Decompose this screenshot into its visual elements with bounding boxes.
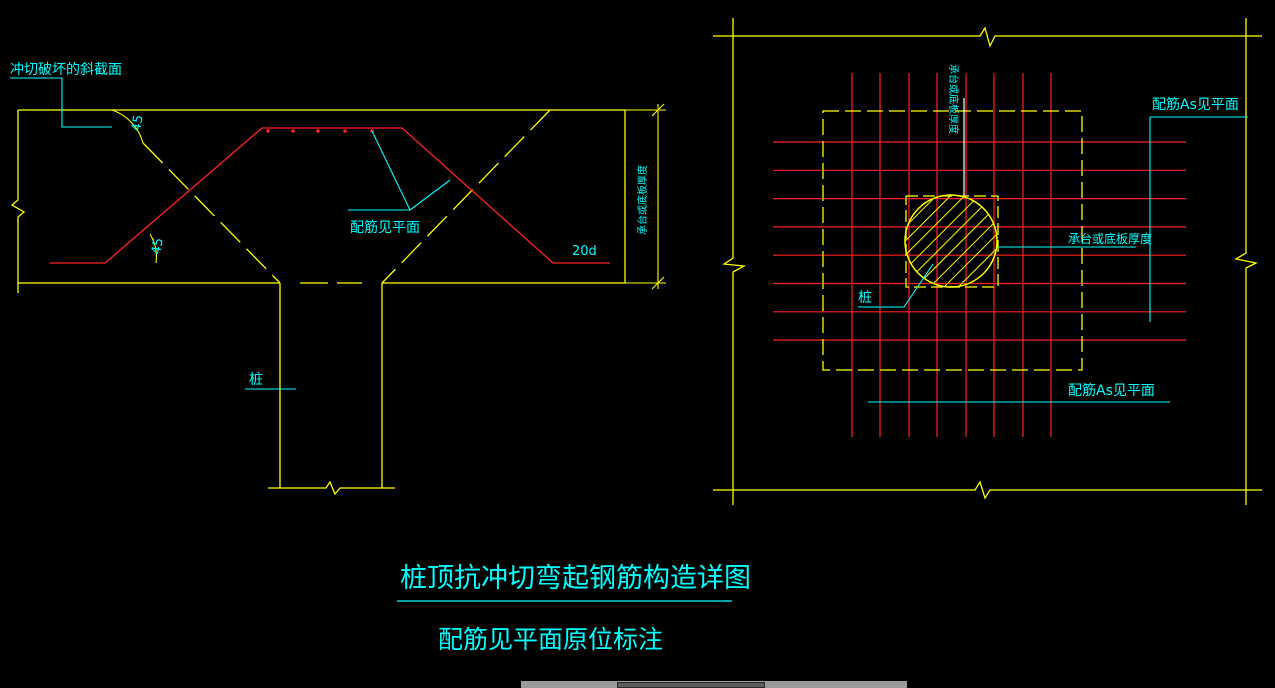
angle-label-top: 45 xyxy=(129,114,147,133)
drawing-subtitle: 配筋见平面原位标注 xyxy=(438,625,663,654)
cap-dashed-outline xyxy=(822,110,1083,371)
plan-leaders xyxy=(858,116,1248,403)
shear-plane-label: 冲切破坏的斜截面 xyxy=(10,62,122,78)
scrollbar-thumb[interactable] xyxy=(617,682,765,688)
section-view: 冲切破坏的斜截面 45 45 配筋见平面 20d 承台或底板厚度 桩 xyxy=(10,62,666,496)
angle-arcs xyxy=(111,109,157,264)
rebar-ref-label: 配筋见平面 xyxy=(350,219,420,236)
angle-label-bottom: 45 xyxy=(149,237,167,256)
horizontal-scrollbar[interactable] xyxy=(521,681,907,688)
title-block: 桩顶抗冲切弯起钢筋构造详图 配筋见平面原位标注 xyxy=(397,563,751,654)
drawing-title: 桩顶抗冲切弯起钢筋构造详图 xyxy=(400,563,751,594)
pile-outline xyxy=(268,283,395,496)
bent-up-rebar xyxy=(50,127,610,264)
thickness-dimension xyxy=(625,103,666,290)
rebar-dots xyxy=(266,129,374,133)
pile-label: 桩 xyxy=(249,371,263,388)
plan-rebar-ref-top: 配筋As见平面 xyxy=(1152,96,1239,113)
plan-boundary xyxy=(713,18,1262,505)
plan-view: 承台或底板厚度 配筋As见平面 承台或底板厚度 桩 配筋As见平面 xyxy=(713,18,1262,505)
plan-rebar-ref-bottom: 配筋As见平面 xyxy=(1068,382,1155,399)
thickness-label: 承台或底板厚度 xyxy=(636,165,649,235)
anchorage-label: 20d xyxy=(572,244,597,259)
section-leaders xyxy=(10,77,451,390)
plan-pile-label: 桩 xyxy=(858,289,872,306)
plan-thickness-label: 承台或底板厚度 xyxy=(1068,231,1152,246)
plan-thickness-label-vertical: 承台或底板厚度 xyxy=(947,64,960,134)
pile-circle xyxy=(904,194,998,288)
shear-failure-lines xyxy=(142,109,551,284)
slab-outline xyxy=(10,109,626,293)
